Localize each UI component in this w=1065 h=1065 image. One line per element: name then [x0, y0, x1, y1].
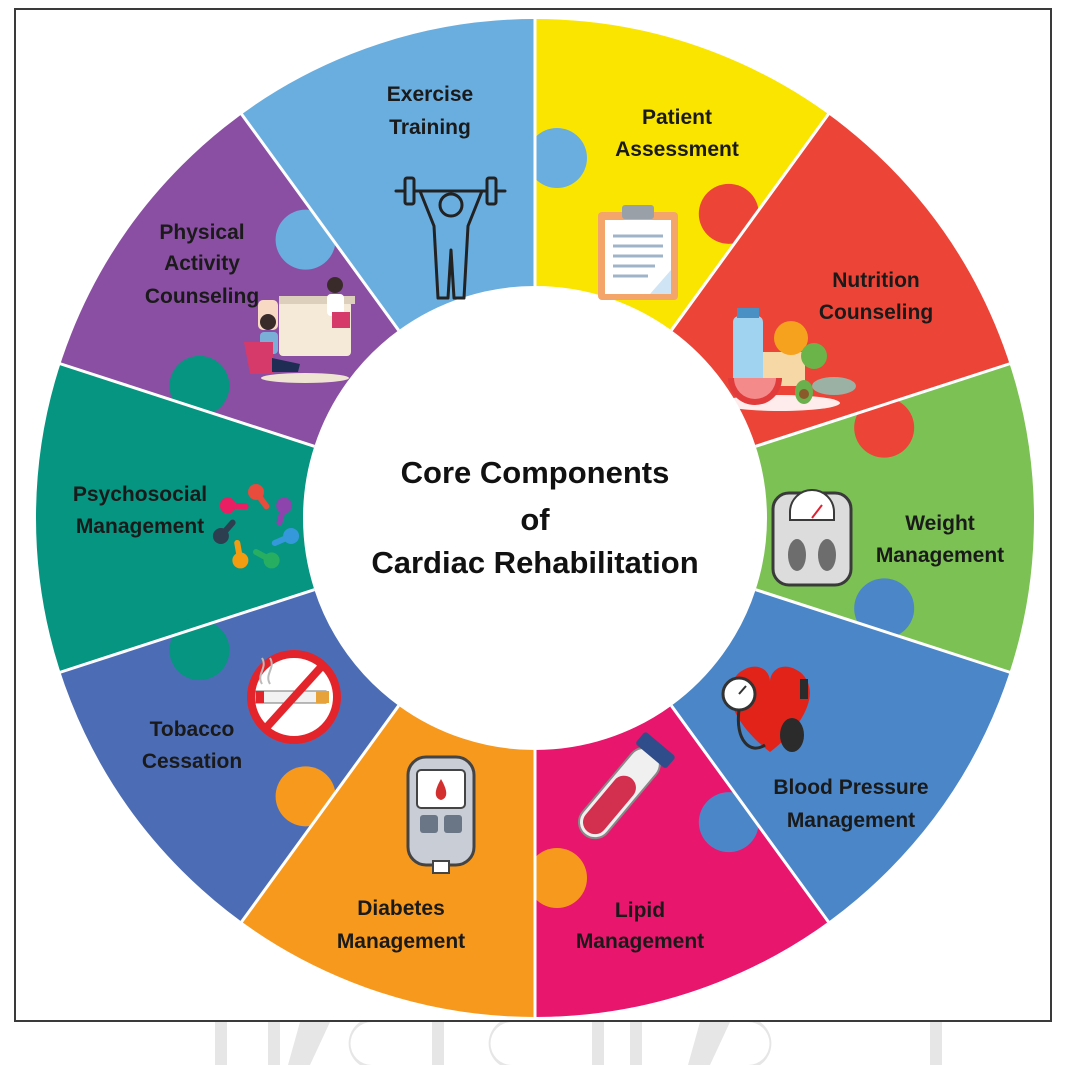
svg-text:Training: Training [389, 116, 471, 139]
puzzle-knob [527, 128, 587, 188]
svg-text:Lipid: Lipid [615, 899, 665, 922]
puzzle-seam [59, 362, 315, 448]
puzzle-seam [59, 588, 315, 674]
people-circle-icon [212, 484, 300, 569]
ring-outline [34, 17, 1036, 1019]
person-arm [271, 533, 295, 546]
svg-text:Psychosocial: Psychosocial [73, 483, 207, 506]
puzzle-seam [239, 704, 400, 924]
svg-text:Management: Management [787, 809, 915, 832]
segment-label-nutrition-counseling: Nutrition Counseling [819, 269, 933, 324]
puzzle-seam [755, 588, 1011, 674]
svg-text:Physical: Physical [159, 221, 244, 244]
person-arm [217, 519, 236, 540]
segment-label-blood-pressure-management: Blood Pressure Management [773, 776, 928, 832]
svg-text:Management: Management [76, 515, 204, 538]
puzzle-seam [670, 112, 831, 332]
center-title: Core Components of Cardiac Rehabilitatio… [371, 455, 698, 580]
svg-text:Counseling: Counseling [145, 285, 259, 308]
watermark [215, 1022, 942, 1065]
segment-label-diabetes-management: Diabetes Management [337, 897, 465, 953]
segment-label-tobacco-cessation: Tobacco Cessation [142, 718, 242, 773]
person-arm [276, 502, 288, 526]
svg-text:Cessation: Cessation [142, 750, 242, 773]
person-arm [234, 539, 244, 564]
center-title-line-3: Cardiac Rehabilitation [371, 545, 698, 580]
puzzle-knob [854, 397, 915, 458]
puzzle-knob [169, 355, 230, 416]
center-title-line-1: Core Components [401, 455, 670, 490]
svg-text:Management: Management [576, 930, 704, 953]
person-arm [253, 489, 270, 510]
svg-text:Exercise: Exercise [387, 83, 473, 106]
diagram-frame [14, 8, 1052, 1022]
puzzle-knob [275, 766, 336, 827]
segment-label-psychosocial-management: Psychosocial Management [73, 483, 207, 538]
segment-label-weight-management: Weight Management [876, 512, 1004, 567]
segment-label-exercise-training: Exercise Training [387, 83, 473, 139]
segment-nutrition-counseling [671, 64, 1035, 447]
puzzle-knob [698, 792, 759, 853]
no-smoking-icon [247, 650, 341, 744]
center-title-line-2: of [520, 502, 550, 537]
puzzle-knob [854, 578, 915, 639]
puzzle-knob [275, 209, 336, 270]
puzzle-knob [527, 848, 587, 908]
svg-text:Management: Management [876, 544, 1004, 567]
puzzle-seam [755, 362, 1011, 448]
puzzle-seam [239, 112, 400, 332]
glucometer-icon [406, 755, 476, 874]
svg-text:Assessment: Assessment [615, 138, 739, 161]
weightlifter-icon [394, 176, 507, 300]
svg-text:Patient: Patient [642, 106, 712, 129]
puzzle-knob [169, 620, 230, 681]
segment-label-patient-assessment: Patient Assessment [615, 106, 739, 161]
segment-weight-management [755, 344, 1035, 692]
svg-text:Weight: Weight [905, 512, 975, 535]
counseling-session-icon [244, 277, 355, 383]
svg-text:Tobacco: Tobacco [150, 718, 235, 741]
person-arm [253, 549, 275, 564]
center-circle [313, 296, 757, 740]
heart-blood-pressure-icon [721, 666, 810, 752]
svg-text:Diabetes: Diabetes [357, 897, 445, 920]
svg-text:Blood Pressure: Blood Pressure [773, 776, 928, 799]
person-arm [224, 502, 249, 510]
svg-text:Nutrition: Nutrition [832, 269, 919, 292]
segment-label-physical-activity-counseling: Physical Activity Counseling [145, 221, 259, 308]
blood-test-tube-icon [578, 732, 675, 840]
svg-text:Management: Management [337, 930, 465, 953]
svg-text:Activity: Activity [164, 252, 240, 275]
puzzle-seams [34, 17, 1036, 1019]
clipboard-icon [598, 205, 678, 300]
segment-label-lipid-management: Lipid Management [576, 899, 704, 953]
bathroom-scale-icon [771, 489, 853, 587]
segment-psychosocial-management [35, 344, 315, 692]
svg-text:Counseling: Counseling [819, 301, 933, 324]
puzzle-knob [698, 183, 759, 244]
healthy-food-icon [720, 308, 856, 411]
puzzle-seam [670, 704, 831, 924]
